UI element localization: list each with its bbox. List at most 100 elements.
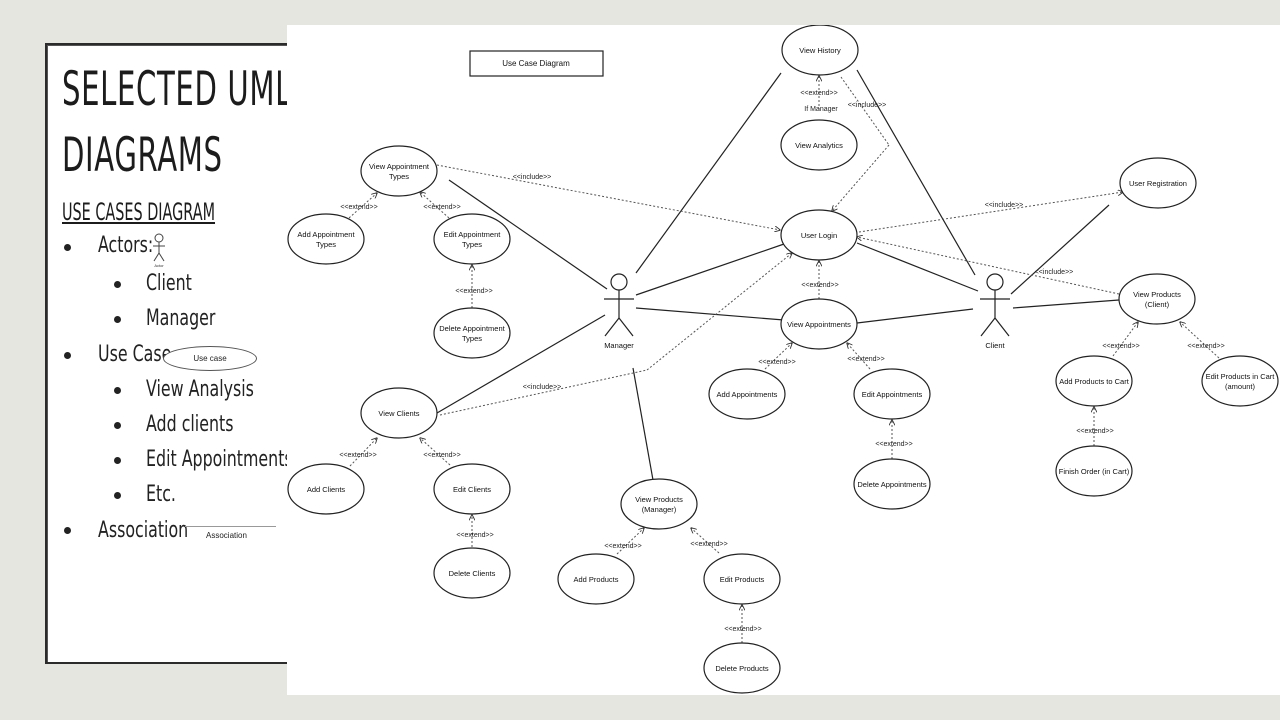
use-case-view-clients: View Clients <box>360 387 438 439</box>
extend-label: <<extend>> <box>758 359 795 366</box>
extend-label: <<extend>> <box>340 204 377 211</box>
diagram-title-text: Use Case Diagram <box>502 59 570 68</box>
extend-label: <<extend>> <box>847 356 884 363</box>
extend-label: <<extend>> <box>455 288 492 295</box>
use-case-label: Add Products to Cart <box>1059 377 1130 386</box>
extend-label: <<extend>> <box>423 452 460 459</box>
use-case-label: Add Clients <box>307 485 346 494</box>
use-case-delete-products: Delete Products <box>703 642 781 694</box>
bullet-dot <box>114 387 121 394</box>
use-case-label: View Products <box>635 495 683 504</box>
association-line <box>635 307 785 321</box>
actor-label: Manager <box>604 341 634 350</box>
use-case-label: Edit Appointment <box>444 230 502 239</box>
use-case-label: Add Appointment <box>297 230 355 239</box>
use-case-legend-shape: Use case <box>163 346 257 371</box>
extend-label: <<extend>> <box>604 543 641 550</box>
use-case-edit-appointments: Edit Appointments <box>853 368 931 420</box>
slide-subtitle: Use cases diagram <box>62 198 216 226</box>
include-label: <<include>> <box>848 102 887 109</box>
bullet-dot <box>114 492 121 499</box>
include-label: <<include>> <box>523 384 562 391</box>
use-case-edit-products: Edit Products <box>703 553 781 605</box>
association-line <box>856 69 976 276</box>
extend-label: <<extend>> <box>339 452 376 459</box>
association-line <box>856 308 974 324</box>
include-label: <<include>> <box>513 174 552 181</box>
bullet-dot <box>64 244 71 251</box>
use-case-label: Delete Clients <box>449 569 496 578</box>
use-case-delete-clients: Delete Clients <box>433 547 511 599</box>
dependency-line <box>420 192 450 219</box>
include-label: <<include>> <box>985 202 1024 209</box>
extend-label: <<extend>> <box>1102 343 1139 350</box>
use-case-label: (Client) <box>1145 300 1170 309</box>
bullet-dot <box>64 527 71 534</box>
bullet-dot <box>114 422 121 429</box>
use-case-label: Edit Products in Cart <box>1206 372 1276 381</box>
use-case-label: Edit Appointments <box>862 390 923 399</box>
actor-legend-icon: Actor <box>153 233 165 268</box>
extend-label: <<extend>> <box>875 441 912 448</box>
use-case-label: Delete Products <box>715 664 769 673</box>
use-case-label: Delete Appointments <box>857 480 926 489</box>
extend-label: <<extend>> <box>456 532 493 539</box>
actor-label: Client <box>985 341 1005 350</box>
dependency-line <box>420 438 451 466</box>
use-case-label: Delete Appointment <box>439 324 505 333</box>
use-case-label: View Appointments <box>787 320 851 329</box>
if-manager-label: If Manager <box>804 106 838 113</box>
use-case-label: Edit Clients <box>453 485 491 494</box>
bullet-manager: Manager <box>146 306 216 331</box>
extend-label: <<extend>> <box>690 541 727 548</box>
use-case-label: View Products <box>1133 290 1181 299</box>
bullet-edit-appointments: Edit Appointments <box>146 447 293 472</box>
use-case-label: Types <box>462 240 482 249</box>
association-line <box>448 179 608 290</box>
dependency-line <box>439 369 648 416</box>
association-line <box>1012 299 1120 309</box>
use-case-user-login: User Login <box>780 209 858 261</box>
use-case-label: Add Appointments <box>717 390 778 399</box>
association-line <box>1010 204 1110 295</box>
use-case-label: View Clients <box>378 409 419 418</box>
bullet-use-case: Use Case <box>98 342 172 367</box>
diagram-title: Use Case Diagram <box>469 50 604 77</box>
association-legend-label: Association <box>206 531 247 540</box>
use-case-add-appointments: Add Appointments <box>708 368 786 420</box>
extend-label: <<extend>> <box>1187 343 1224 350</box>
dependency-line <box>1112 322 1138 357</box>
use-case-label: (Manager) <box>642 505 677 514</box>
use-case-edit-clients: Edit Clients <box>433 463 511 515</box>
bullet-association: Association <box>98 518 189 543</box>
use-case-label: Edit Products <box>720 575 765 584</box>
dependency-line <box>832 144 890 211</box>
extend-label: <<extend>> <box>423 204 460 211</box>
slide-title-line1: Selected UML <box>62 62 292 117</box>
use-case-label: View Appointment <box>369 162 430 171</box>
dependency-line <box>858 192 1123 233</box>
bullet-view-analysis: View Analysis <box>146 377 254 402</box>
use-case-label: Finish Order (in Cart) <box>1059 467 1130 476</box>
dependency-line <box>857 237 1120 295</box>
association-line <box>635 243 785 296</box>
bullet-add-clients: Add clients <box>146 412 234 437</box>
use-case-edit-products-in-cart: Edit Products in Cart(amount) <box>1201 355 1279 407</box>
bullet-actors: Actors: <box>98 233 154 258</box>
use-case-label: Add Products <box>573 575 618 584</box>
bullet-dot <box>114 281 121 288</box>
dependency-line <box>616 528 644 555</box>
extend-label: <<extend>> <box>724 626 761 633</box>
dependency-line <box>847 343 871 370</box>
bullet-client: Client <box>146 271 192 296</box>
use-case-delete-appointments: Delete Appointments <box>853 458 931 510</box>
association-line <box>635 72 782 274</box>
bullet-dot <box>64 352 71 359</box>
association-line <box>632 367 654 481</box>
use-case-label: View History <box>799 46 841 55</box>
use-case-view-products-manager: View Products(Manager) <box>620 478 698 530</box>
extend-label: <<extend>> <box>800 90 837 97</box>
association-line <box>856 242 979 292</box>
